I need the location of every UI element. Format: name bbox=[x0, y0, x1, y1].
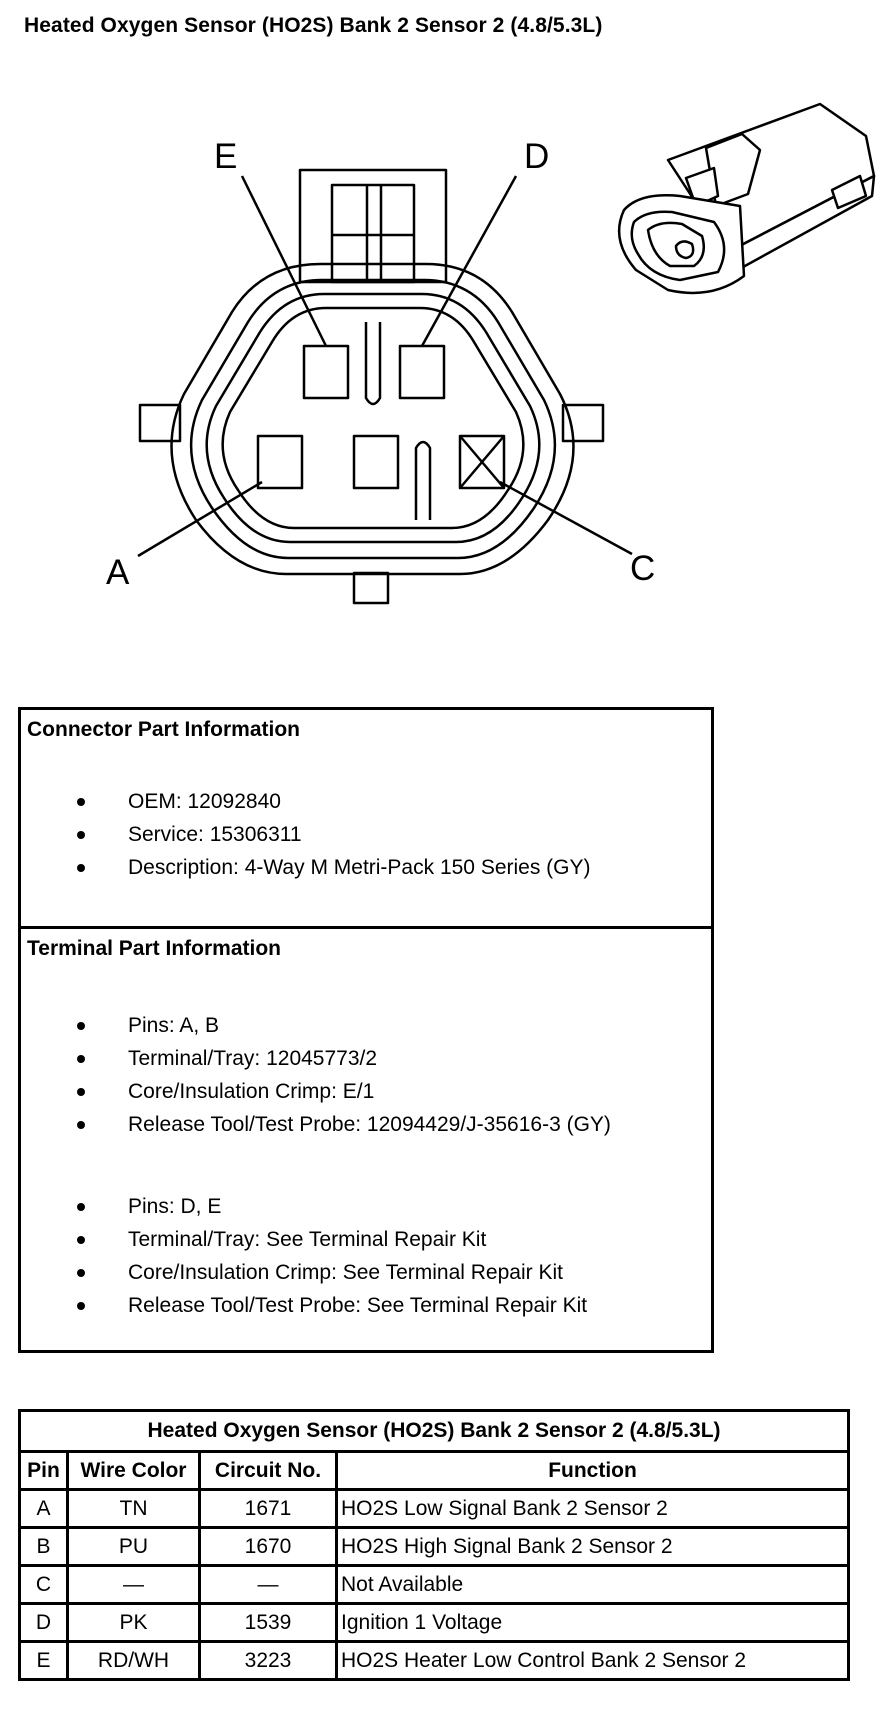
terminal-info-group-1: Pins: A, B Terminal/Tray: 12045773/2 Cor… bbox=[21, 1009, 611, 1141]
connector-body-outer bbox=[170, 262, 575, 576]
cell-function: Not Available bbox=[334, 1564, 851, 1605]
keyway-top bbox=[364, 322, 382, 406]
table-row: B PU 1670 HO2S High Signal Bank 2 Sensor… bbox=[18, 1526, 851, 1567]
cell-function: HO2S Low Signal Bank 2 Sensor 2 bbox=[334, 1488, 851, 1529]
part-information-box: Connector Part Information OEM: 12092840… bbox=[18, 707, 714, 1353]
terminal-info-group-2: Pins: D, E Terminal/Tray: See Terminal R… bbox=[21, 1190, 587, 1322]
bottom-tab bbox=[352, 571, 390, 605]
terminal-info-heading: Terminal Part Information bbox=[27, 937, 281, 960]
list-item: Terminal/Tray: 12045773/2 bbox=[21, 1042, 611, 1075]
list-item: Pins: D, E bbox=[21, 1190, 587, 1223]
list-item: Terminal/Tray: See Terminal Repair Kit bbox=[21, 1223, 587, 1256]
leader-d bbox=[420, 175, 518, 347]
cavity-b bbox=[352, 434, 400, 490]
header-circuit-no: Circuit No. bbox=[198, 1450, 338, 1491]
pin-function-table: Heated Oxygen Sensor (HO2S) Bank 2 Senso… bbox=[17, 1409, 851, 1681]
cavity-a bbox=[256, 434, 304, 490]
cell-pin: E bbox=[18, 1640, 69, 1681]
cell-wire-color: — bbox=[66, 1564, 201, 1605]
connector-seal-outer bbox=[205, 292, 541, 544]
connector-seal-inner bbox=[221, 306, 525, 530]
list-item: Pins: A, B bbox=[21, 1009, 611, 1042]
connector-info-list: OEM: 12092840 Service: 15306311 Descript… bbox=[21, 785, 591, 884]
cell-wire-color: RD/WH bbox=[66, 1640, 201, 1681]
cell-pin: A bbox=[18, 1488, 69, 1529]
connector-body-inner bbox=[189, 278, 557, 560]
table-row: D PK 1539 Ignition 1 Voltage bbox=[18, 1602, 851, 1643]
list-item: Service: 15306311 bbox=[21, 818, 591, 851]
cell-function: Ignition 1 Voltage bbox=[334, 1602, 851, 1643]
connector-part-info: Connector Part Information OEM: 12092840… bbox=[21, 710, 711, 929]
cell-pin: C bbox=[18, 1564, 69, 1605]
list-item: OEM: 12092840 bbox=[21, 785, 591, 818]
cell-wire-color: TN bbox=[66, 1488, 201, 1529]
pin-label-d: D bbox=[524, 137, 549, 176]
cavity-c-plugged bbox=[458, 434, 506, 490]
table-row: A TN 1671 HO2S Low Signal Bank 2 Sensor … bbox=[18, 1488, 851, 1529]
table-row: E RD/WH 3223 HO2S Heater Low Control Ban… bbox=[18, 1640, 851, 1681]
list-item: Core/Insulation Crimp: E/1 bbox=[21, 1075, 611, 1108]
left-tab bbox=[138, 403, 182, 443]
right-tab bbox=[561, 403, 605, 443]
list-item: Description: 4-Way M Metri-Pack 150 Seri… bbox=[21, 851, 591, 884]
cell-circuit: 1671 bbox=[198, 1488, 338, 1529]
connector-info-heading: Connector Part Information bbox=[27, 718, 301, 741]
connector-diagram: E D A C bbox=[106, 102, 876, 605]
table-row: C — — Not Available bbox=[18, 1564, 851, 1605]
leader-c bbox=[499, 480, 633, 556]
terminal-part-info: Terminal Part Information Pins: A, B Ter… bbox=[21, 929, 711, 1353]
keyway-bottom bbox=[414, 440, 432, 520]
pin-label-c: C bbox=[630, 549, 655, 588]
table-header-row: Pin Wire Color Circuit No. Function bbox=[18, 1450, 851, 1491]
cavity-d bbox=[398, 344, 446, 400]
cell-circuit: — bbox=[198, 1564, 338, 1605]
cell-circuit: 1670 bbox=[198, 1526, 338, 1567]
list-item: Release Tool/Test Probe: See Terminal Re… bbox=[21, 1289, 587, 1322]
list-item: Core/Insulation Crimp: See Terminal Repa… bbox=[21, 1256, 587, 1289]
cavity-e bbox=[302, 344, 350, 400]
cell-circuit: 3223 bbox=[198, 1640, 338, 1681]
table-caption: Heated Oxygen Sensor (HO2S) Bank 2 Senso… bbox=[17, 1409, 851, 1453]
leader-e bbox=[240, 175, 328, 347]
cell-pin: D bbox=[18, 1602, 69, 1643]
cell-wire-color: PU bbox=[66, 1526, 201, 1567]
cell-circuit: 1539 bbox=[198, 1602, 338, 1643]
header-function: Function bbox=[334, 1450, 851, 1491]
list-item: Release Tool/Test Probe: 12094429/J-3561… bbox=[21, 1108, 611, 1141]
leader-a bbox=[137, 480, 263, 558]
cell-wire-color: PK bbox=[66, 1602, 201, 1643]
pin-label-e: E bbox=[214, 137, 237, 176]
header-pin: Pin bbox=[18, 1450, 69, 1491]
connector-3d-illustration bbox=[617, 102, 876, 295]
pin-label-a: A bbox=[106, 553, 130, 592]
connector-latch bbox=[298, 168, 448, 284]
cell-pin: B bbox=[18, 1526, 69, 1567]
cell-function: HO2S Heater Low Control Bank 2 Sensor 2 bbox=[334, 1640, 851, 1681]
header-wire-color: Wire Color bbox=[66, 1450, 201, 1491]
page-title: Heated Oxygen Sensor (HO2S) Bank 2 Senso… bbox=[24, 14, 603, 37]
cell-function: HO2S High Signal Bank 2 Sensor 2 bbox=[334, 1526, 851, 1567]
